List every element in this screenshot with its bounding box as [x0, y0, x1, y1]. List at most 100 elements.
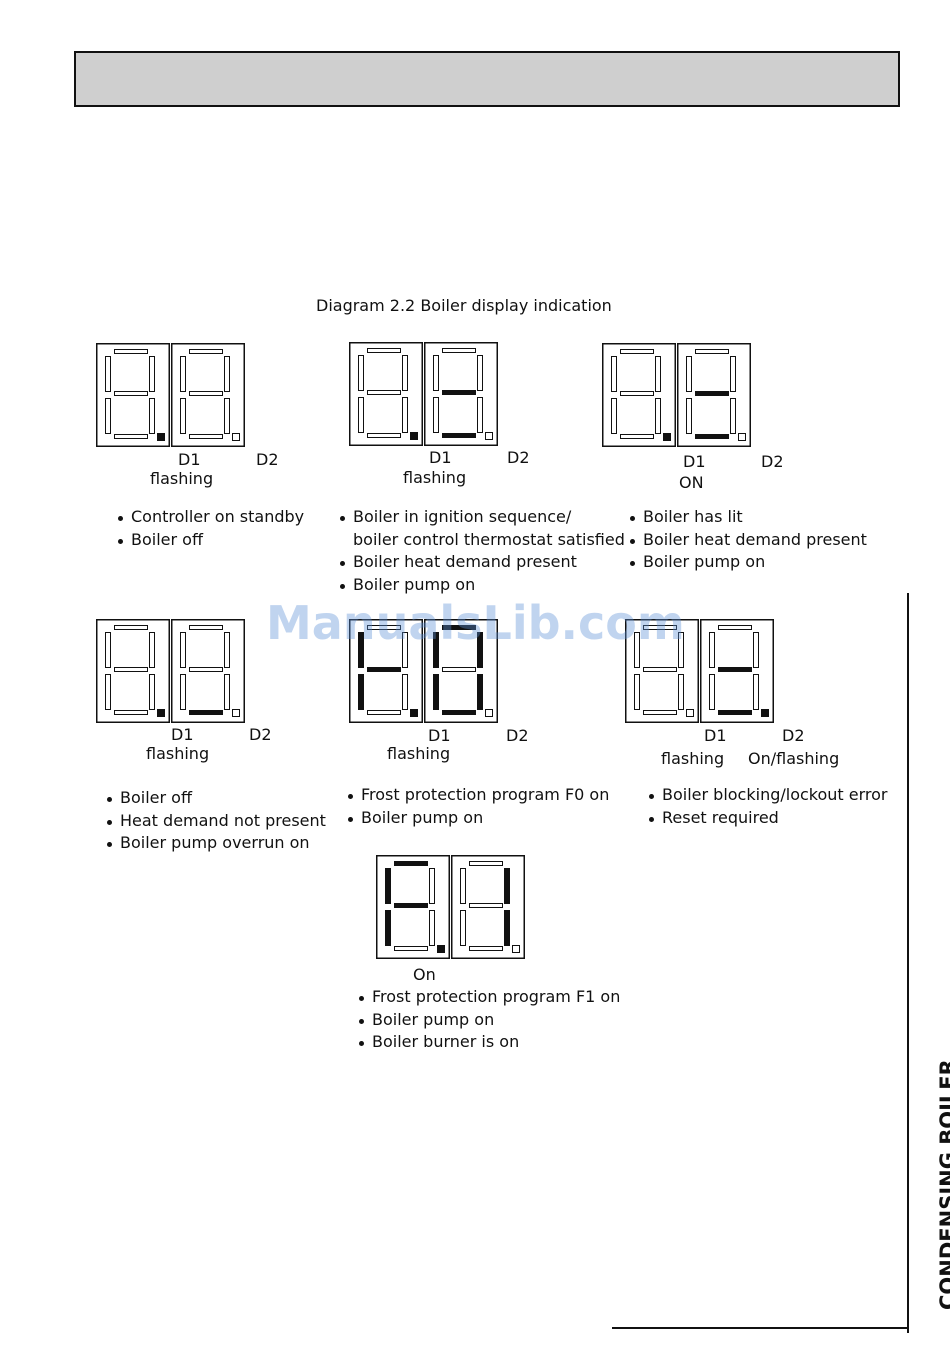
- decimal-point: [686, 709, 694, 717]
- segment-d: [189, 434, 223, 439]
- segment-e: [180, 674, 186, 710]
- segment-g: [394, 903, 428, 908]
- display-status: flashing: [150, 469, 214, 488]
- segment-b: [753, 632, 759, 668]
- bullet-item: Boiler off: [118, 529, 304, 552]
- display-status-d2: On/flashing: [748, 749, 840, 768]
- display-d1: [602, 343, 676, 447]
- segment-b: [149, 632, 155, 668]
- segment-a: [695, 349, 729, 354]
- seven-segment-digit: [376, 855, 450, 959]
- segment-e: [460, 910, 466, 946]
- segment-e: [358, 397, 364, 433]
- side-label: CONDENSING BOILER: [936, 1059, 950, 1310]
- segment-g: [442, 390, 476, 395]
- bullet-item-continued: boiler control thermostat satisfied: [353, 529, 625, 549]
- bullet-item: Frost protection program F0 on: [348, 784, 609, 807]
- d1-label: D1: [683, 452, 706, 471]
- segment-e: [686, 398, 692, 434]
- decimal-point: [157, 433, 165, 441]
- seven-segment-digit: [424, 342, 498, 446]
- segment-d: [442, 710, 476, 715]
- seven-segment-digit: [96, 619, 170, 723]
- seven-segment-digit: [677, 343, 751, 447]
- display-d1: [349, 342, 423, 446]
- segment-g: [189, 667, 223, 672]
- decimal-point: [410, 432, 418, 440]
- d1-label: D1: [171, 725, 194, 744]
- bullet-list: Boiler blocking/lockout error Reset requ…: [649, 784, 888, 829]
- segment-f: [358, 632, 364, 668]
- segment-d: [367, 433, 401, 438]
- segment-a: [620, 349, 654, 354]
- bullet-item: Boiler has lit: [630, 506, 867, 529]
- bullet-item: Boiler blocking/lockout error: [649, 784, 888, 807]
- segment-g: [189, 391, 223, 396]
- segment-f: [634, 632, 640, 668]
- bullet-item: Boiler pump on: [359, 1009, 620, 1032]
- bullet-list: Frost protection program F1 on Boiler pu…: [359, 986, 620, 1054]
- segment-g: [367, 667, 401, 672]
- segment-d: [442, 433, 476, 438]
- bullet-item: Boiler heat demand present: [630, 529, 867, 552]
- segment-f: [433, 355, 439, 391]
- seven-segment-digit: [424, 619, 498, 723]
- display-status: flashing: [403, 468, 467, 487]
- display-d2: [171, 619, 245, 723]
- segment-g: [695, 391, 729, 396]
- segment-e: [634, 674, 640, 710]
- segment-a: [442, 625, 476, 630]
- decimal-point: [512, 945, 520, 953]
- decimal-point: [738, 433, 746, 441]
- display-d2: [677, 343, 751, 447]
- segment-g: [114, 667, 148, 672]
- segment-d: [189, 710, 223, 715]
- display-status: flashing: [661, 749, 725, 768]
- bullet-item: Boiler pump on: [340, 574, 625, 597]
- d2-label: D2: [506, 726, 529, 745]
- segment-b: [224, 356, 230, 392]
- display-status: ON: [679, 473, 704, 492]
- display-d1: [376, 855, 450, 959]
- display-d2: [424, 619, 498, 723]
- segment-b: [429, 868, 435, 904]
- segment-d: [469, 946, 503, 951]
- segment-c: [149, 674, 155, 710]
- d1-label: D1: [704, 726, 727, 745]
- segment-d: [695, 434, 729, 439]
- display-d1: [349, 619, 423, 723]
- d1-label: D1: [429, 448, 452, 467]
- seven-segment-digit: [171, 343, 245, 447]
- segment-f: [433, 632, 439, 668]
- seven-segment-digit: [171, 619, 245, 723]
- segment-g: [643, 667, 677, 672]
- segment-f: [709, 632, 715, 668]
- segment-d: [620, 434, 654, 439]
- segment-f: [180, 356, 186, 392]
- segment-e: [709, 674, 715, 710]
- segment-e: [433, 674, 439, 710]
- segment-c: [504, 910, 510, 946]
- segment-e: [358, 674, 364, 710]
- segment-g: [620, 391, 654, 396]
- display-d2: [700, 619, 774, 723]
- segment-c: [224, 398, 230, 434]
- segment-e: [105, 674, 111, 710]
- side-rule: [907, 593, 909, 1333]
- decimal-point: [485, 709, 493, 717]
- bullet-list: Controller on standby Boiler off: [118, 506, 304, 551]
- bullet-item: Boiler pump on: [630, 551, 867, 574]
- segment-a: [394, 861, 428, 866]
- segment-b: [224, 632, 230, 668]
- bullet-list: Frost protection program F0 on Boiler pu…: [348, 784, 609, 829]
- d2-label: D2: [256, 450, 279, 469]
- segment-a: [367, 348, 401, 353]
- segment-a: [367, 625, 401, 630]
- segment-a: [189, 625, 223, 630]
- segment-b: [477, 355, 483, 391]
- display-status: On: [413, 965, 436, 984]
- segment-e: [385, 910, 391, 946]
- watermark: ManualsLib.com: [266, 596, 685, 650]
- decimal-point: [485, 432, 493, 440]
- segment-b: [402, 632, 408, 668]
